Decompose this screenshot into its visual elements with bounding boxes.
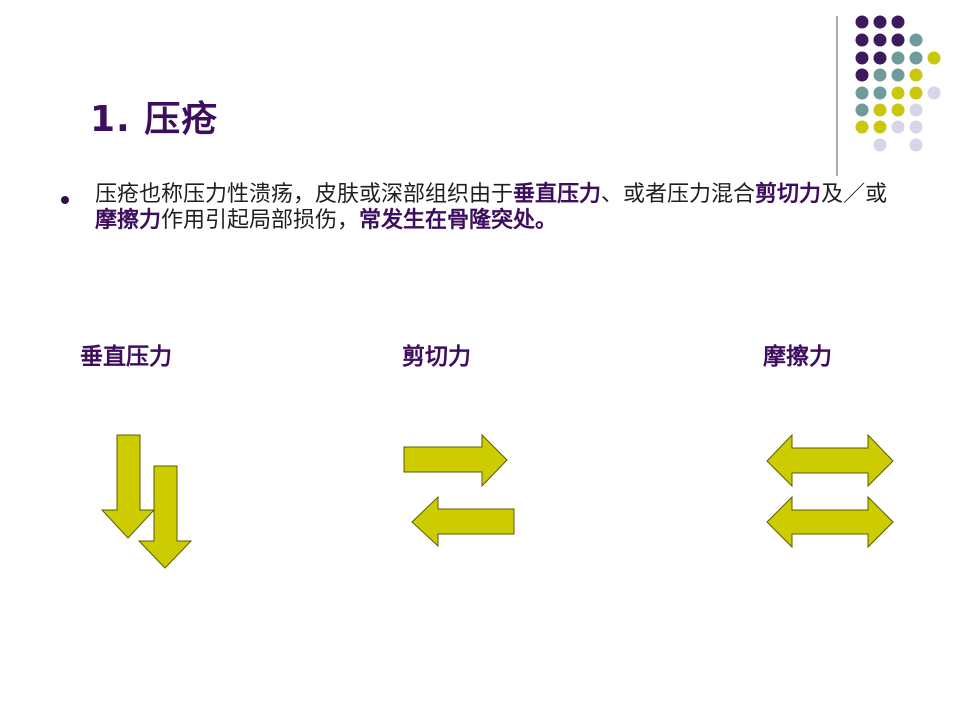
bullet-text-part: 、或者压力混合 xyxy=(601,182,756,207)
highlight-friction-force: 摩擦力 xyxy=(95,208,162,233)
bullet-text-part: 作用引起局部损伤， xyxy=(161,208,360,233)
right-arrow-icon xyxy=(403,433,508,488)
highlight-shear-force: 剪切力 xyxy=(755,182,822,207)
highlight-bony-prominence: 常发生在骨隆突处。 xyxy=(359,208,558,233)
down-arrow-icon xyxy=(137,465,193,569)
bullet-text-part: 压疮也称压力性溃疡，皮肤或深部组织由于 xyxy=(95,182,514,207)
label-shear-force: 剪切力 xyxy=(402,344,471,370)
label-vertical-pressure: 垂直压力 xyxy=(80,344,172,370)
slide-title: 1. 压疮 xyxy=(90,99,219,140)
double-arrow-icon xyxy=(766,433,894,488)
down-arrow-icon xyxy=(100,434,156,539)
bullet-text-part: 及／或 xyxy=(821,182,888,207)
double-arrow-icon xyxy=(766,495,894,549)
bullet-marker xyxy=(61,196,69,204)
bullet-text: 压疮也称压力性溃疡，皮肤或深部组织由于垂直压力、或者压力混合剪切力及／或摩擦力作… xyxy=(95,182,905,234)
left-arrow-icon xyxy=(411,495,515,548)
label-friction-force: 摩擦力 xyxy=(763,344,832,370)
highlight-vertical-pressure: 垂直压力 xyxy=(513,182,602,207)
